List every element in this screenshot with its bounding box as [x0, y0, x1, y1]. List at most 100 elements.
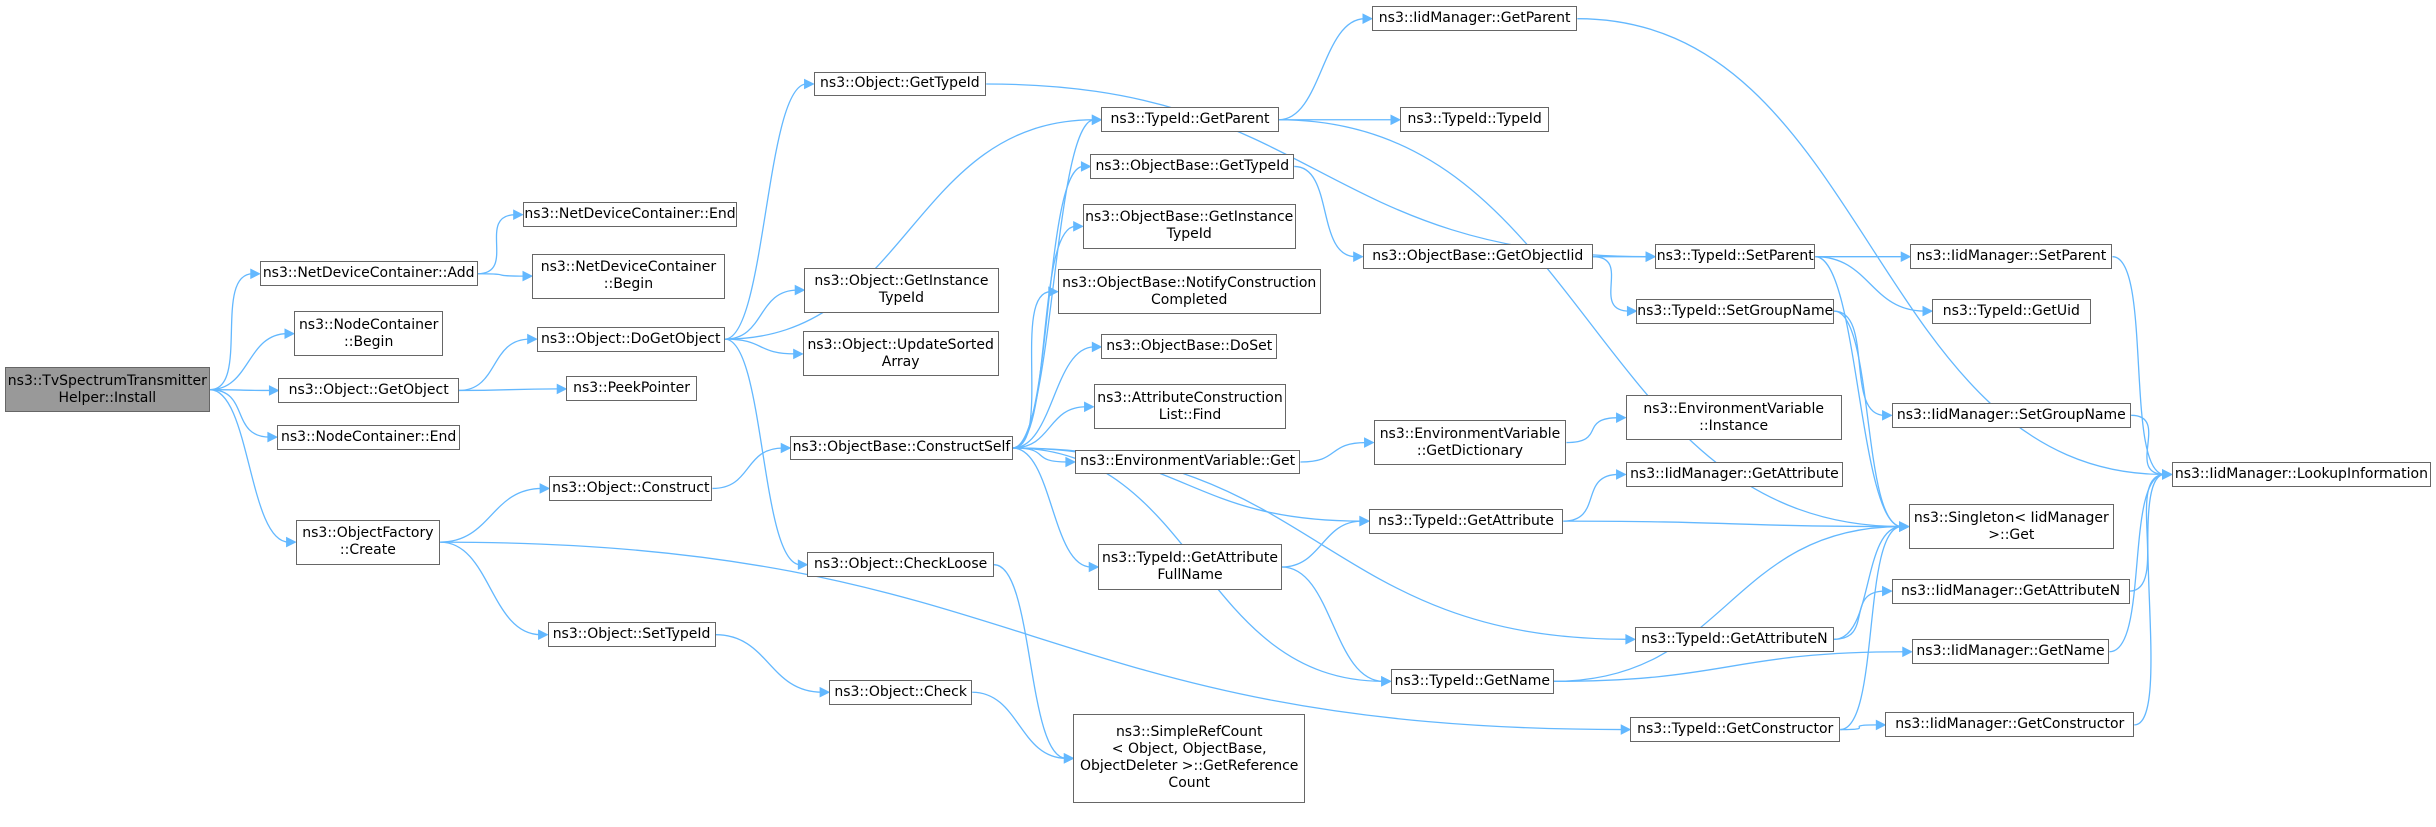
- node-tid-getattributen[interactable]: ns3::TypeId::GetAttributeN: [1634, 626, 1834, 652]
- node-iid-getattributen[interactable]: ns3::IidManager::GetAttributeN: [1891, 578, 2130, 604]
- node-nc-end[interactable]: ns3::NodeContainer::End: [276, 424, 461, 450]
- node-ob-gettypeid[interactable]: ns3::ObjectBase::GetTypeId: [1090, 154, 1295, 179]
- edge-ob_getobjectiid-tid_setgroupname: [1592, 256, 1630, 312]
- node-ob-notifyconstructioncompleted[interactable]: ns3::ObjectBase::NotifyConstruction Comp…: [1057, 269, 1321, 315]
- node-ndc-end[interactable]: ns3::NetDeviceContainer::End: [522, 202, 738, 228]
- node-ob-getobjectiid[interactable]: ns3::ObjectBase::GetObjectIid: [1362, 244, 1593, 270]
- edge-ndc_add-ndc_end: [477, 214, 516, 275]
- node-iid-getattribute[interactable]: ns3::IidManager::GetAttribute: [1625, 462, 1844, 487]
- node-tid-getname[interactable]: ns3::TypeId::GetName: [1390, 668, 1554, 694]
- edge-tid_getname-iid_getname: [1553, 651, 1905, 682]
- edge-tid_getparent-iid_getparent: [1278, 18, 1366, 121]
- node-obj-getinstancetypeid[interactable]: ns3::Object::GetInstance TypeId: [804, 267, 999, 313]
- edge-tid_getconstructor-singleton_get: [1840, 525, 1902, 731]
- node-tid-getattributefullname[interactable]: ns3::TypeId::GetAttribute FullName: [1098, 544, 1282, 590]
- node-iid-setparent[interactable]: ns3::IidManager::SetParent: [1910, 244, 2113, 270]
- node-iid-lookupinformation[interactable]: ns3::IidManager::LookupInformation: [2171, 462, 2432, 487]
- arrowhead-tid_getparent-tid_typeid: [1390, 114, 1402, 126]
- edge-ob_constructself-tid_getattribute: [1012, 447, 1362, 522]
- node-ob-constructself[interactable]: ns3::ObjectBase::ConstructSelf: [790, 435, 1013, 461]
- node-obj-dogetobject[interactable]: ns3::Object::DoGetObject: [536, 326, 725, 352]
- arrowhead-iid_getconstructor-iid_lookupinformation: [2162, 469, 2173, 480]
- edge-tvinstall-nc_begin: [209, 333, 288, 391]
- arrowhead-ob_getobjectiid-tid_setparent: [1645, 251, 1657, 262]
- node-obj-check[interactable]: ns3::Object::Check: [829, 679, 973, 705]
- edge-tid_getconstructor-iid_getconstructor: [1840, 724, 1879, 731]
- edge-ob_constructself-tid_getattributefullname: [1012, 447, 1092, 568]
- node-ndc-add[interactable]: ns3::NetDeviceContainer::Add: [259, 261, 478, 287]
- node-obj-updatesortedarray[interactable]: ns3::Object::UpdateSorted Array: [802, 331, 999, 377]
- node-obj-getobject[interactable]: ns3::Object::GetObject: [278, 378, 459, 403]
- edge-tid_setparent-tid_getuid: [1815, 256, 1926, 312]
- edge-tid_getattribute-singleton_get: [1563, 520, 1902, 528]
- edge-iid_getattributen-iid_lookupinformation: [2129, 473, 2165, 592]
- node-ob-doset[interactable]: ns3::ObjectBase::DoSet: [1101, 334, 1278, 360]
- node-envvar-instance[interactable]: ns3::EnvironmentVariable ::Instance: [1625, 395, 1842, 441]
- node-iid-getparent[interactable]: ns3::IidManager::GetParent: [1372, 6, 1578, 32]
- node-obj-checkloose[interactable]: ns3::Object::CheckLoose: [807, 552, 994, 578]
- edge-obj_dogetobject-obj_getinstancetypeid: [724, 289, 798, 340]
- arrowhead-tid_getattribute-iid_getattribute: [1616, 469, 1627, 480]
- edge-tvinstall-ndc_add: [209, 273, 253, 391]
- node-nc-begin[interactable]: ns3::NodeContainer ::Begin: [294, 311, 444, 357]
- node-obj-gettypeid[interactable]: ns3::Object::GetTypeId: [813, 71, 987, 97]
- edge-envvar_getdictionary-envvar_instance: [1566, 417, 1619, 444]
- node-envvar-getdictionary[interactable]: ns3::EnvironmentVariable ::GetDictionary: [1373, 420, 1567, 466]
- arrowhead-ob_constructself-envvar_get: [1065, 456, 1077, 468]
- node-obj-settypeid[interactable]: ns3::Object::SetTypeId: [547, 622, 716, 648]
- arrowhead-ob_getobjectiid-tid_setgroupname: [1626, 305, 1638, 317]
- edge-tid_setgroupname-singleton_get: [1833, 310, 1902, 528]
- node-objfactory-create[interactable]: ns3::ObjectFactory ::Create: [295, 519, 441, 565]
- arrowhead-ndc_add-ndc_begin: [522, 270, 534, 282]
- edge-tvinstall-obj_getobject: [209, 389, 272, 392]
- edge-tid_getattributefullname-tid_getname: [1281, 566, 1384, 682]
- arrowhead-obj_dogetobject-obj_updatesortedarray: [793, 348, 804, 360]
- edge-obj_getobject-peekpointer: [458, 388, 560, 392]
- node-srefcount-getrefcount[interactable]: ns3::SimpleRefCount < Object, ObjectBase…: [1073, 714, 1306, 803]
- node-iid-getconstructor[interactable]: ns3::IidManager::GetConstructor: [1885, 712, 2135, 738]
- node-ob-getinstancetypeid[interactable]: ns3::ObjectBase::GetInstance TypeId: [1082, 203, 1296, 249]
- arrowhead-tvinstall-obj_getobject: [268, 385, 280, 396]
- node-ndc-begin[interactable]: ns3::NetDeviceContainer ::Begin: [532, 253, 725, 299]
- arrowhead-tid_getattributefullname-tid_getname: [1381, 676, 1392, 687]
- edge-iid_setgroupname-iid_lookupinformation: [2131, 414, 2165, 476]
- edge-tid_getattributefullname-tid_getattribute: [1281, 520, 1362, 568]
- node-iid-getname[interactable]: ns3::IidManager::GetName: [1911, 639, 2110, 665]
- node-obj-construct[interactable]: ns3::Object::Construct: [549, 476, 713, 501]
- node-tid-getattribute[interactable]: ns3::TypeId::GetAttribute: [1368, 508, 1564, 534]
- arrowhead-envvar_get-envvar_getdictionary: [1364, 437, 1375, 448]
- node-tid-typeid[interactable]: ns3::TypeId::TypeId: [1400, 107, 1550, 133]
- arrowhead-ob_constructself-ob_getinstancetypeid: [1073, 221, 1084, 232]
- node-singleton-get[interactable]: ns3::Singleton< IidManager >::Get: [1908, 504, 2114, 550]
- node-tid-getuid[interactable]: ns3::TypeId::GetUid: [1932, 298, 2091, 324]
- arrowhead-tid_getattributefullname-tid_getattribute: [1359, 515, 1371, 527]
- arrowhead-obj_check-srefcount_getrefcount: [1063, 753, 1075, 764]
- arrowhead-ob_constructself-tid_getparent: [1091, 114, 1103, 126]
- node-envvar-get[interactable]: ns3::EnvironmentVariable::Get: [1074, 449, 1301, 475]
- arrowhead-tvinstall-nc_end: [267, 431, 279, 443]
- arrowhead-ndc_add-ndc_end: [513, 209, 524, 220]
- node-iid-setgroupname[interactable]: ns3::IidManager::SetGroupName: [1891, 402, 2132, 428]
- arrowhead-obj_getobject-peekpointer: [556, 383, 568, 395]
- arrowhead-obj_getobject-obj_dogetobject: [527, 333, 538, 345]
- node-peekpointer[interactable]: ns3::PeekPointer: [566, 376, 697, 402]
- node-tid-setgroupname[interactable]: ns3::TypeId::SetGroupName: [1636, 298, 1834, 324]
- edge-envvar_get-envvar_getdictionary: [1300, 441, 1367, 463]
- node-tid-getparent[interactable]: ns3::TypeId::GetParent: [1101, 107, 1279, 133]
- node-tid-getconstructor[interactable]: ns3::TypeId::GetConstructor: [1630, 717, 1841, 742]
- arrowhead-ob_constructself-tid_getattributen: [1625, 634, 1637, 645]
- arrowhead-tvinstall-ndc_add: [250, 268, 261, 280]
- node-tid-setparent[interactable]: ns3::TypeId::SetParent: [1655, 244, 1816, 270]
- edge-obj_getobject-obj_dogetobject: [458, 338, 530, 392]
- arrowhead-obj_construct-ob_constructself: [780, 442, 792, 454]
- edge-obj_dogetobject-obj_gettypeid: [724, 83, 807, 340]
- edge-obj_check-srefcount_getrefcount: [972, 691, 1067, 759]
- edge-tid_getattribute-iid_getattribute: [1563, 473, 1619, 522]
- arrowhead-obj_dogetobject-obj_getinstancetypeid: [794, 284, 806, 296]
- arrowhead-obj_dogetobject-obj_checkloose: [797, 559, 809, 570]
- arrowhead-objfactory_create-obj_construct: [539, 483, 551, 494]
- arrowhead-tvinstall-nc_begin: [284, 328, 296, 339]
- node-acl-find[interactable]: ns3::AttributeConstruction List::Find: [1093, 384, 1287, 430]
- arrowhead-ob_constructself-tid_getattributefullname: [1088, 561, 1100, 573]
